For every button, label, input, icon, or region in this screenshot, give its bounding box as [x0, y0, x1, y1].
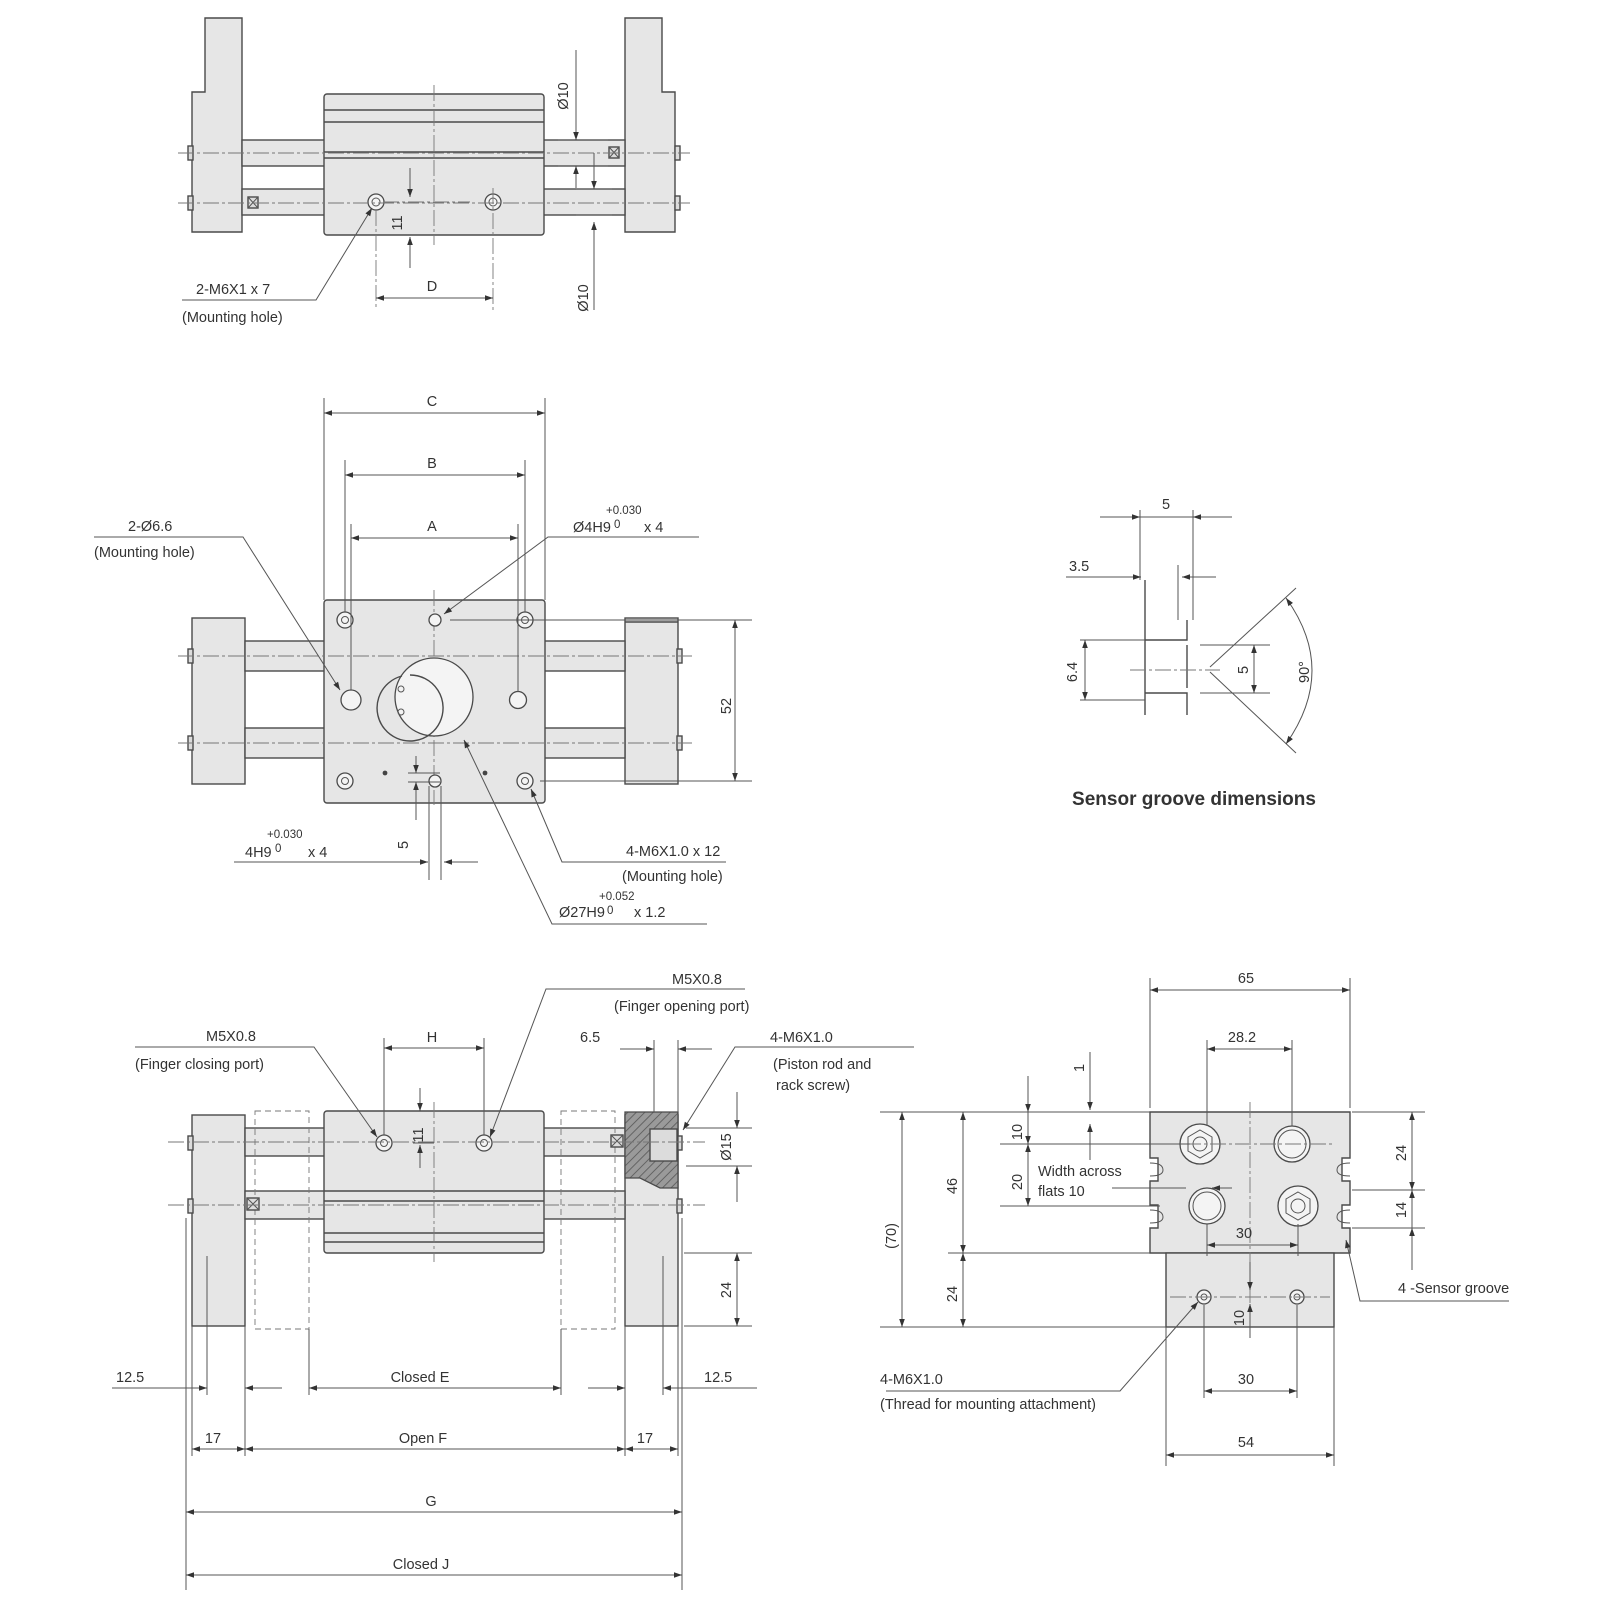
label-dim52: 52 [719, 698, 735, 714]
label-tol-052-upper: +0.052 [599, 891, 635, 903]
label-sg-90: 90° [1297, 661, 1313, 683]
label-dia10-top: Ø10 [556, 82, 572, 109]
label-dia27: Ø27H9 [559, 905, 605, 921]
label-dia4h9: Ø4H9 [573, 520, 611, 536]
label-piston-2: rack screw) [776, 1078, 850, 1094]
label-mounting-hole-2: (Mounting hole) [94, 545, 195, 561]
label-dim24-side: 24 [719, 1282, 735, 1298]
label-tol-030-b-lower: 0 [275, 843, 281, 855]
label-mounting-hole-1: (Mounting hole) [182, 310, 283, 326]
label-dim-g: G [425, 1494, 436, 1510]
label-dim-c: C [427, 394, 437, 410]
label-dim10-a: 10 [1010, 1124, 1026, 1140]
label-sensor-groove-4: 4 -Sensor groove [1398, 1281, 1509, 1297]
label-sg-35: 3.5 [1069, 559, 1089, 575]
label-dim125-left: 12.5 [116, 1370, 144, 1386]
label-dim11-top: 11 [390, 215, 406, 230]
label-open-f: Open F [399, 1431, 447, 1447]
label-m6x1x7: 2-M6X1 x 7 [196, 282, 270, 298]
label-m5-close: M5X0.8 [206, 1029, 256, 1045]
label-x4-b: x 4 [308, 845, 327, 861]
label-closed-j: Closed J [393, 1557, 449, 1573]
label-dim30-bottom: 30 [1238, 1372, 1254, 1388]
label-dim-b: B [427, 456, 437, 472]
label-dim-h: H [427, 1030, 437, 1046]
label-m6x10: 4-M6X1.0 [770, 1030, 833, 1046]
label-finger-close: (Finger closing port) [135, 1057, 264, 1073]
end-view: 65 28.2 1 10 Width across flats 10 20 46… [880, 971, 1509, 1466]
label-tol-030-a-lower: 0 [614, 519, 620, 531]
sensor-groove-view: 5 3.5 6.4 5 90° Sensor groove dimensions [1065, 497, 1316, 810]
label-mounting-hole-3: (Mounting hole) [622, 869, 723, 885]
label-tol-030-a-upper: +0.030 [606, 505, 642, 517]
label-dim30-top: 30 [1236, 1226, 1252, 1242]
top-view: Ø10 Ø10 11 D 2-M6X1 x 7 (Mounting hole) [178, 17, 690, 326]
label-m5-open: M5X0.8 [672, 972, 722, 988]
label-dim14: 14 [1394, 1202, 1410, 1218]
label-closed-e: Closed E [391, 1370, 450, 1386]
label-dim-d: D [427, 279, 437, 295]
label-width-af-1: Width across [1038, 1164, 1122, 1180]
label-dim5-front: 5 [396, 841, 412, 849]
label-x12: x 1.2 [634, 905, 665, 921]
label-width-af-2: flats 10 [1038, 1184, 1085, 1200]
label-sg-64: 6.4 [1065, 662, 1081, 682]
side-view: M5X0.8 (Finger opening port) M5X0.8 (Fin… [112, 972, 914, 1590]
label-m6x10x12: 4-M6X1.0 x 12 [626, 844, 720, 860]
label-piston-1: (Piston rod and [773, 1057, 871, 1073]
label-dim24-left: 24 [945, 1286, 961, 1302]
label-dim65: 65 [1238, 971, 1254, 987]
label-dim65-side: 6.5 [580, 1030, 600, 1046]
sensor-groove-title: Sensor groove dimensions [1072, 789, 1316, 810]
label-tol-030-b-upper: +0.030 [267, 829, 303, 841]
label-dim54: 54 [1238, 1435, 1254, 1451]
label-dim125-right: 12.5 [704, 1370, 732, 1386]
label-sg-5-mid: 5 [1236, 666, 1252, 674]
label-dim24-right: 24 [1394, 1145, 1410, 1161]
label-dim17-right: 17 [637, 1431, 653, 1447]
label-tol-052-lower: 0 [607, 905, 613, 917]
label-dim10-b: 10 [1232, 1310, 1248, 1326]
label-dim46: 46 [945, 1178, 961, 1194]
label-dia15: Ø15 [719, 1133, 735, 1160]
label-finger-open: (Finger opening port) [614, 999, 749, 1015]
label-thread-attach: (Thread for mounting attachment) [880, 1397, 1096, 1413]
label-dia66: 2-Ø6.6 [128, 519, 172, 535]
label-dim11-side: 11 [411, 1127, 427, 1142]
front-view: C B A 2-Ø6.6 (Mounting hole) Ø4H9 +0.030… [94, 394, 752, 925]
label-sg-5-top: 5 [1162, 497, 1170, 513]
label-4h9: 4H9 [245, 845, 272, 861]
label-dim20: 20 [1010, 1174, 1026, 1190]
label-x4-a: x 4 [644, 520, 663, 536]
label-dim282: 28.2 [1228, 1030, 1256, 1046]
label-dim17-left: 17 [205, 1431, 221, 1447]
label-m6x10-b: 4-M6X1.0 [880, 1372, 943, 1388]
label-dia10-bottom: Ø10 [576, 284, 592, 311]
label-dim1: 1 [1072, 1064, 1088, 1072]
label-dim70: (70) [884, 1223, 900, 1249]
label-dim-a: A [427, 519, 437, 535]
